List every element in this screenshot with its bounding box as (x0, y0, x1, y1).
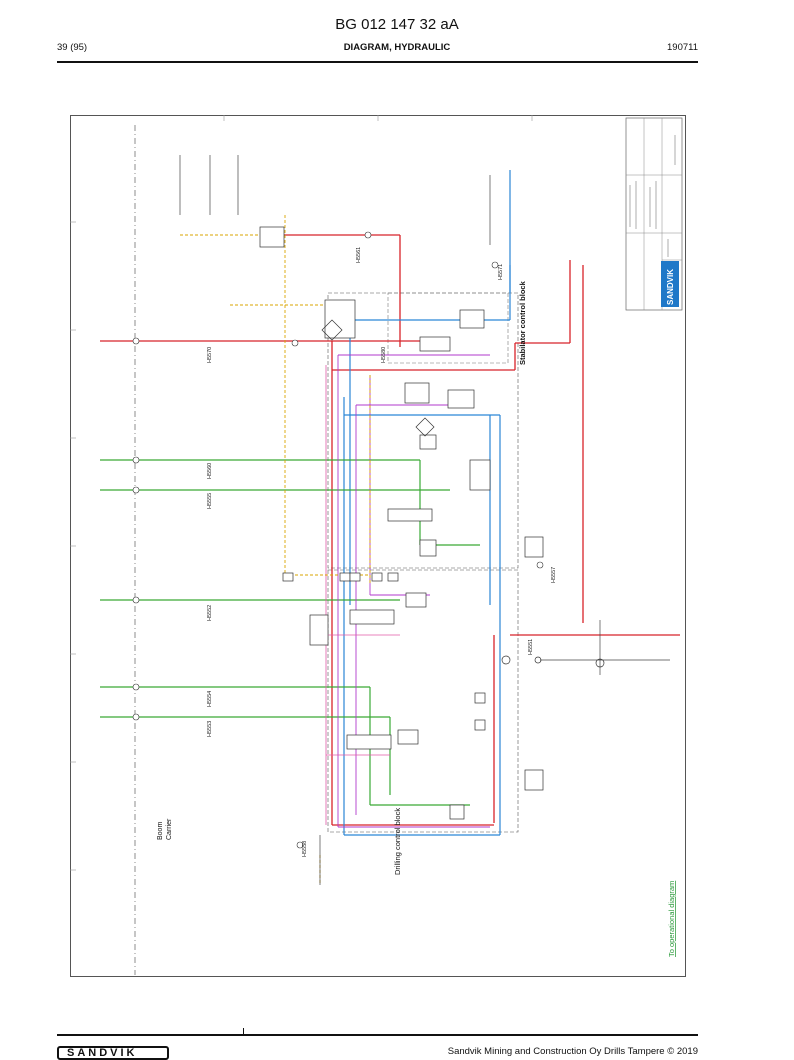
footer-rule (57, 1034, 698, 1036)
svg-text:H5580: H5580 (381, 347, 387, 363)
footer-copyright: Sandvik Mining and Construction Oy Drill… (447, 1046, 698, 1057)
svg-text:H5553: H5553 (207, 721, 213, 737)
document-code: BG 012 147 32 aA (335, 16, 459, 33)
hydraulic-diagram: SANDVIK (70, 115, 686, 977)
svg-text:H5561: H5561 (356, 247, 362, 263)
svg-text:Carrier: Carrier (166, 818, 173, 840)
svg-text:H5554: H5554 (207, 691, 213, 707)
svg-text:H5570: H5570 (207, 347, 213, 363)
footer-brand-logo: SANDVIK (57, 1046, 169, 1060)
svg-text:Drilling control block: Drilling control block (393, 808, 402, 875)
header-rule (57, 61, 698, 63)
document-date: 190711 (667, 42, 698, 53)
svg-text:SANDVIK: SANDVIK (666, 269, 675, 305)
svg-text:H5571: H5571 (498, 264, 504, 280)
operational-diagram-link[interactable]: To operational diagram (667, 881, 676, 957)
svg-text:H5555: H5555 (207, 493, 213, 509)
page-number: 39 (95) (57, 42, 88, 53)
svg-text:H5552: H5552 (207, 605, 213, 621)
svg-text:H5560: H5560 (207, 463, 213, 479)
svg-text:H5558: H5558 (302, 841, 308, 857)
footer-rule-tick (243, 1028, 244, 1036)
sandvik-logo: SANDVIK (661, 261, 679, 307)
svg-text:H5551: H5551 (528, 639, 534, 655)
svg-text:H5557: H5557 (551, 567, 557, 583)
svg-text:Stabilator control block: Stabilator control block (518, 280, 527, 365)
section-title: DIAGRAM, HYDRAULIC (343, 42, 451, 53)
svg-text:Boom: Boom (157, 822, 164, 840)
